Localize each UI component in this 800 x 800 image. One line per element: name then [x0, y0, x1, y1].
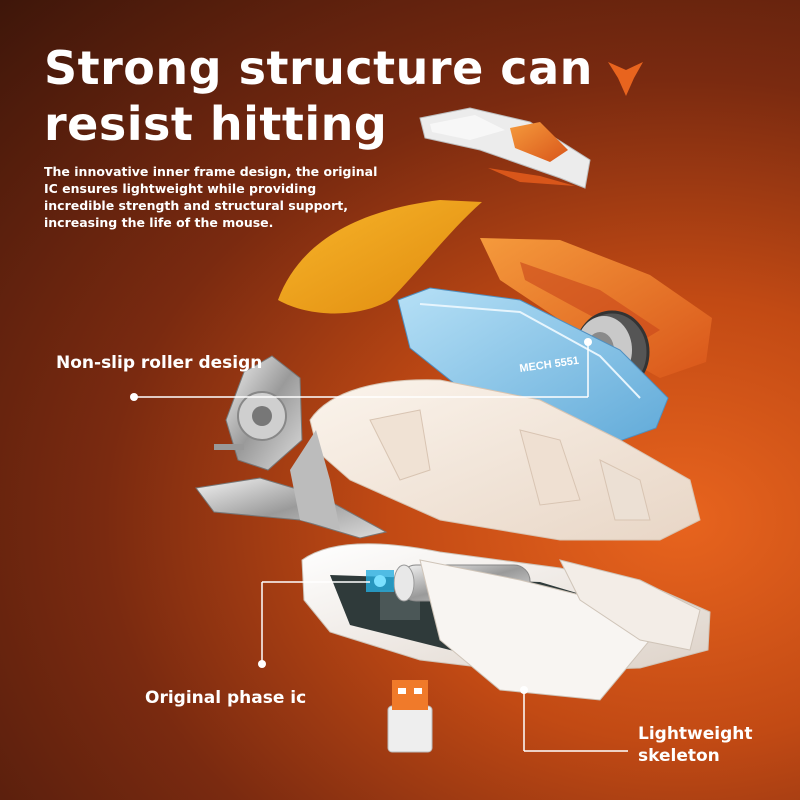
headline-line-2: resist hitting [44, 97, 388, 151]
usb-receiver-icon [387, 680, 433, 753]
lightweight-skeleton [419, 559, 701, 701]
headline-line-1: Strong structure can [44, 41, 593, 95]
description-line-2: IC ensures lightweight while providing [44, 181, 317, 196]
blue-top-cover: MECH 5551 [397, 287, 669, 451]
metal-roller-bracket [195, 355, 388, 539]
description-line-1: The innovative inner frame design, the o… [44, 164, 378, 179]
description: The innovative inner frame design, the o… [44, 163, 404, 231]
phase-ic-chip [366, 570, 394, 592]
callout-label-roller: Non-slip roller design [56, 353, 263, 373]
top-button-part [419, 107, 591, 189]
callout-label-skeleton-line-1: Lightweight [638, 724, 753, 744]
callout-label-skeleton-line-2: skeleton [638, 746, 720, 766]
callout-line-roller [130, 338, 592, 401]
headline: Strong structure can resist hitting [44, 40, 604, 152]
callout-label-skeleton: Lightweight skeleton [638, 723, 778, 767]
brand-logo-icon [608, 62, 643, 96]
yellow-side-shell [278, 200, 482, 314]
description-line-3: incredible strength and structural suppo… [44, 198, 349, 213]
white-shell-frame [309, 379, 701, 541]
callout-line-skeleton [520, 686, 628, 752]
description-line-4: increasing the life of the mouse. [44, 215, 274, 230]
callout-label-phase-ic: Original phase ic [145, 688, 307, 708]
callout-line-ic [258, 581, 370, 668]
